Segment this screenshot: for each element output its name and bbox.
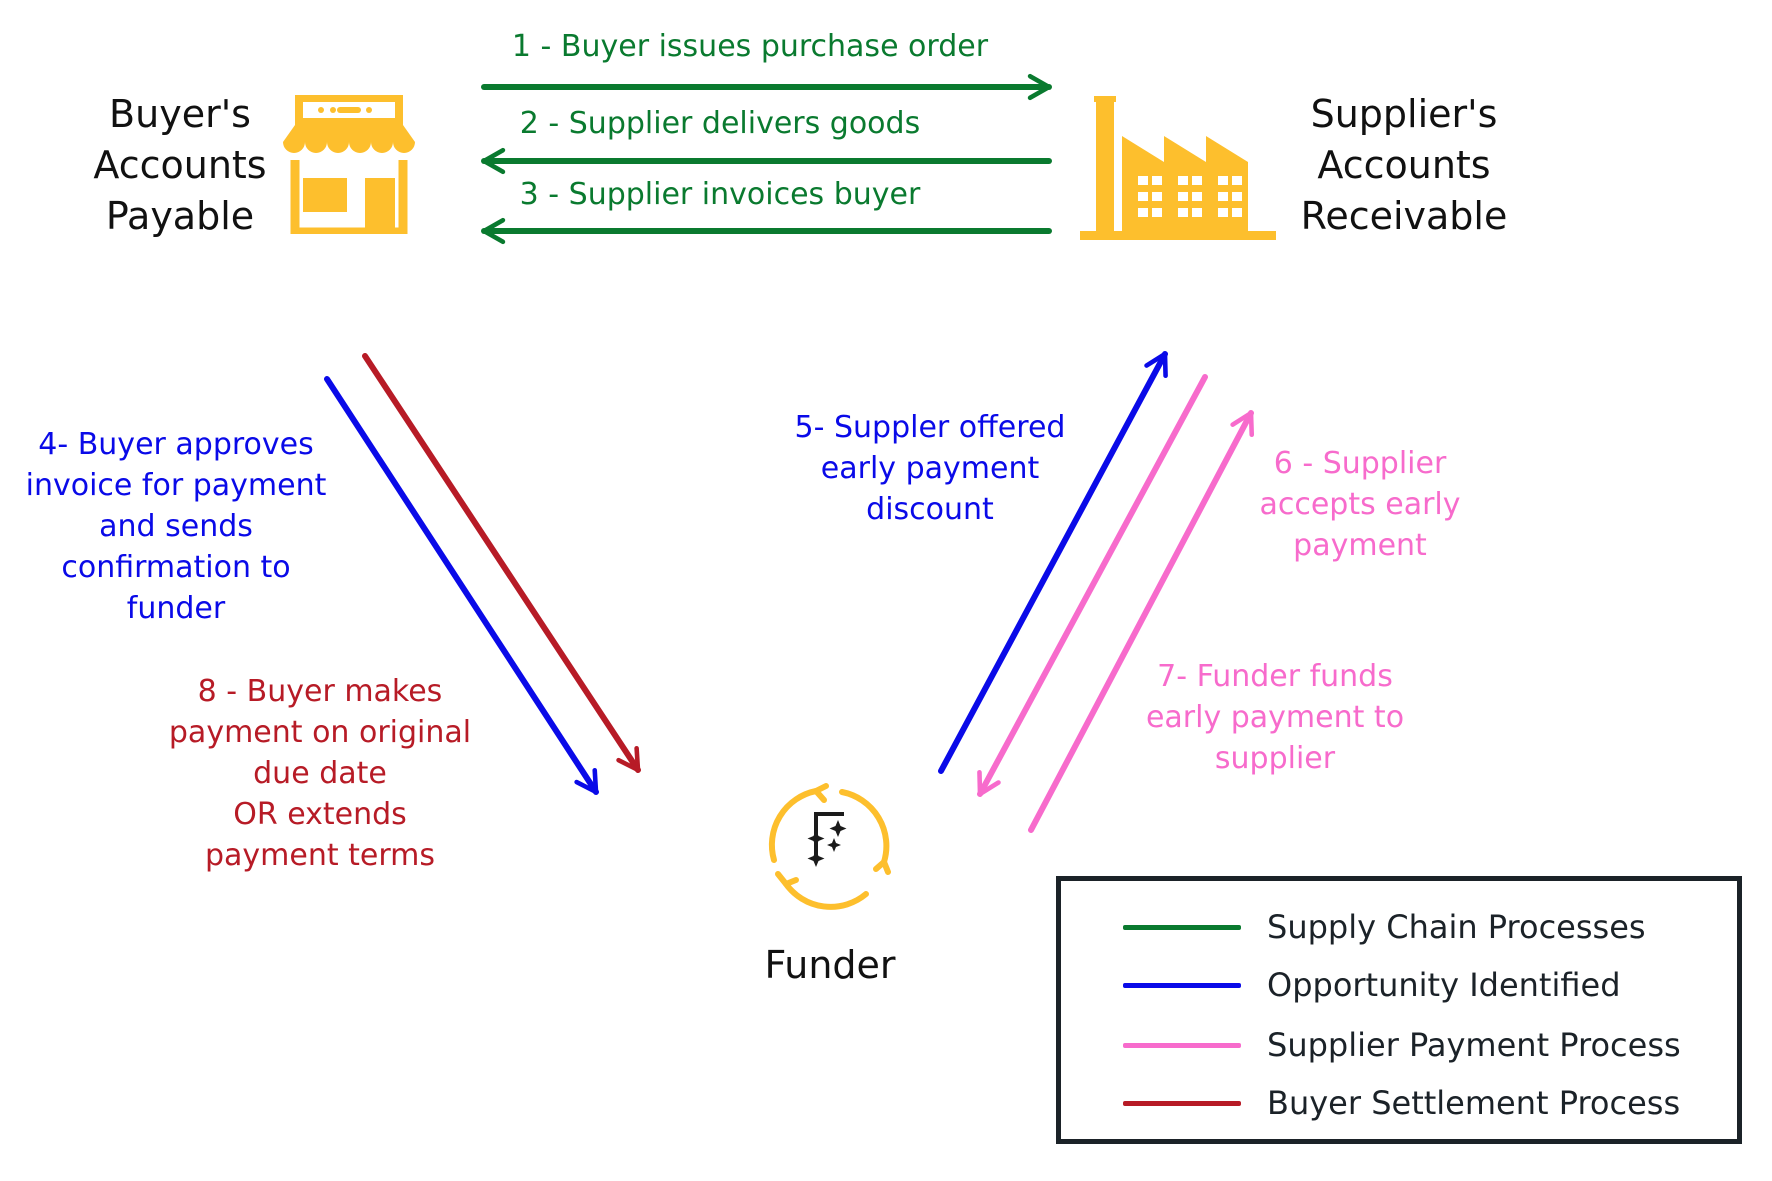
legend-swatch	[1123, 925, 1241, 930]
legend-item: Supply Chain Processes	[1123, 907, 1723, 947]
step-8-line: OR extends	[233, 797, 407, 832]
step-4-line: confirmation to	[61, 550, 291, 585]
step-8-label: 8 - Buyer makes payment on original due …	[150, 671, 490, 876]
step-5-line: discount	[866, 492, 994, 527]
legend-item: Opportunity Identified	[1123, 965, 1723, 1005]
step-7-line: supplier	[1214, 741, 1336, 776]
buyer-label-line: Buyer's	[109, 92, 251, 136]
arrow-step-8	[362, 353, 641, 773]
buyer-label-line: Payable	[105, 194, 255, 238]
storefront-icon	[283, 95, 415, 234]
arrow-step-4	[324, 376, 599, 795]
arrow-step-6	[977, 374, 1208, 797]
step-2-label: 2 - Supplier delivers goods	[470, 103, 970, 144]
step-8-line: payment on original	[168, 715, 472, 750]
supplier-node-label: Supplier's Accounts Receivable	[1274, 89, 1534, 242]
step-5-line: 5- Suppler offered	[794, 410, 1066, 445]
step-4-line: funder	[126, 591, 226, 626]
funder-label: Funder	[764, 943, 896, 987]
step-3-line: 3 - Supplier invoices buyer	[519, 177, 921, 212]
supplier-label-line: Receivable	[1300, 194, 1508, 238]
legend-item: Supplier Payment Process	[1123, 1025, 1723, 1065]
legend-label: Supplier Payment Process	[1267, 1026, 1681, 1064]
step-4-line: invoice for payment	[25, 468, 327, 503]
step-5-line: early payment	[820, 451, 1040, 486]
supplier-label-line: Supplier's	[1310, 92, 1498, 136]
funder-node-label: Funder	[720, 940, 940, 991]
step-4-label: 4- Buyer approves invoice for payment an…	[6, 424, 346, 629]
legend-label: Buyer Settlement Process	[1267, 1084, 1681, 1122]
step-6-line: accepts early	[1259, 487, 1461, 522]
step-3-label: 3 - Supplier invoices buyer	[470, 174, 970, 215]
step-2-line: 2 - Supplier delivers goods	[519, 106, 921, 141]
legend-label: Opportunity Identified	[1267, 966, 1621, 1004]
factory-icon	[1080, 96, 1276, 240]
step-1-label: 1 - Buyer issues purchase order	[470, 26, 1030, 67]
step-6-line: payment	[1293, 528, 1427, 563]
legend-swatch	[1123, 983, 1241, 988]
funder-logo-icon	[807, 812, 847, 867]
buyer-label-line: Accounts	[93, 143, 267, 187]
step-6-line: 6 - Supplier	[1273, 446, 1447, 481]
step-7-line: early payment to	[1145, 700, 1405, 735]
legend-swatch	[1123, 1101, 1241, 1106]
step-7-label: 7- Funder funds early payment to supplie…	[1125, 656, 1425, 779]
legend: Supply Chain Processes Opportunity Ident…	[1056, 876, 1742, 1144]
step-8-line: 8 - Buyer makes	[197, 674, 443, 709]
step-7-line: 7- Funder funds	[1157, 659, 1393, 694]
step-4-line: and sends	[99, 509, 253, 544]
legend-item: Buyer Settlement Process	[1123, 1083, 1723, 1123]
supplier-label-line: Accounts	[1317, 143, 1491, 187]
step-8-line: payment terms	[204, 838, 436, 873]
arrow-step-5	[938, 351, 1168, 774]
arrow-step-7	[1028, 410, 1255, 833]
funder-cycle-icon	[768, 783, 891, 910]
step-8-line: due date	[253, 756, 387, 791]
step-5-label: 5- Suppler offered early payment discoun…	[770, 407, 1090, 530]
buyer-node-label: Buyer's Accounts Payable	[70, 89, 290, 242]
step-1-line: 1 - Buyer issues purchase order	[511, 29, 989, 64]
step-4-line: 4- Buyer approves	[38, 427, 314, 462]
legend-swatch	[1123, 1043, 1241, 1048]
legend-label: Supply Chain Processes	[1267, 908, 1646, 946]
step-6-label: 6 - Supplier accepts early payment	[1220, 443, 1500, 566]
